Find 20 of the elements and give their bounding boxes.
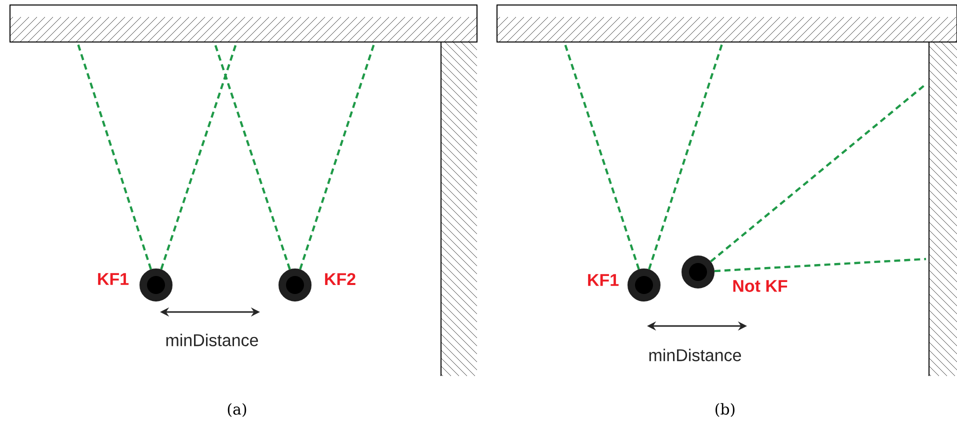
view-ray xyxy=(160,44,238,270)
panel-label: (b) xyxy=(716,403,734,417)
view-ray xyxy=(214,44,291,270)
camera-label: KF1 xyxy=(98,273,129,285)
view-ray xyxy=(299,44,376,270)
camera-label: Not KF xyxy=(733,280,788,292)
view-ray xyxy=(76,44,152,270)
dimension-label: minDistance xyxy=(166,334,258,346)
view-ray xyxy=(564,44,640,270)
camera-circle xyxy=(628,268,660,302)
dimension-label: minDistance xyxy=(649,348,742,362)
camera-label: KF2 xyxy=(325,273,356,285)
panel-label: (a) xyxy=(228,403,246,417)
view-ray xyxy=(710,83,927,262)
camera-circle xyxy=(682,256,714,288)
view-ray xyxy=(648,44,724,270)
camera-label: KF1 xyxy=(588,274,619,286)
camera-circle xyxy=(140,268,172,302)
camera-circle xyxy=(278,268,312,302)
view-ray xyxy=(714,258,926,272)
